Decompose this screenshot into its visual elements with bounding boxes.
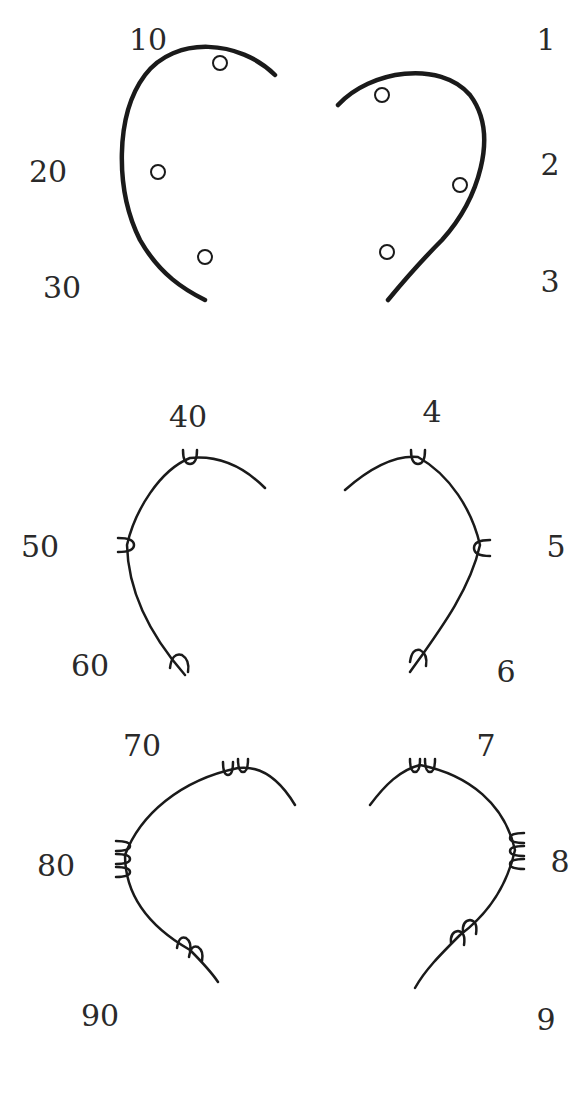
number-label: 70 <box>123 731 161 761</box>
number-label: 5 <box>546 532 565 562</box>
ring-mark <box>380 245 394 259</box>
number-label: 2 <box>540 150 559 180</box>
number-label: 7 <box>476 731 495 761</box>
number-label: 30 <box>43 273 81 303</box>
hook-mark <box>118 538 134 552</box>
hook-mark <box>410 650 426 666</box>
number-label: 40 <box>169 402 207 432</box>
hook-mark <box>474 540 490 556</box>
number-label: 50 <box>21 532 59 562</box>
hook-mark <box>411 450 425 464</box>
heart-half <box>125 768 295 982</box>
hook-mark <box>410 759 435 772</box>
heart-half <box>122 47 275 300</box>
number-label: 8 <box>550 847 569 877</box>
hook-mark <box>510 833 524 869</box>
hook-mark <box>451 920 477 945</box>
ring-mark <box>213 56 227 70</box>
ring-mark <box>151 165 165 179</box>
number-label: 4 <box>422 397 441 427</box>
heart-half <box>338 73 484 300</box>
hook-mark <box>177 937 203 961</box>
hook-mark <box>170 655 188 672</box>
number-label: 60 <box>71 651 109 681</box>
number-label: 20 <box>29 157 67 187</box>
hook-mark <box>223 759 248 775</box>
heart-half <box>127 458 265 675</box>
number-label: 3 <box>540 267 559 297</box>
number-label: 1 <box>536 25 555 55</box>
heart-half <box>370 765 515 988</box>
hook-mark <box>183 450 197 464</box>
number-label: 6 <box>496 657 515 687</box>
ring-mark <box>375 88 389 102</box>
number-label: 10 <box>129 25 167 55</box>
number-label: 80 <box>37 851 75 881</box>
hook-mark <box>116 841 130 877</box>
number-label: 90 <box>81 1001 119 1031</box>
ring-mark <box>198 250 212 264</box>
number-label: 9 <box>536 1005 555 1035</box>
heart-half <box>345 457 480 672</box>
ring-mark <box>453 178 467 192</box>
